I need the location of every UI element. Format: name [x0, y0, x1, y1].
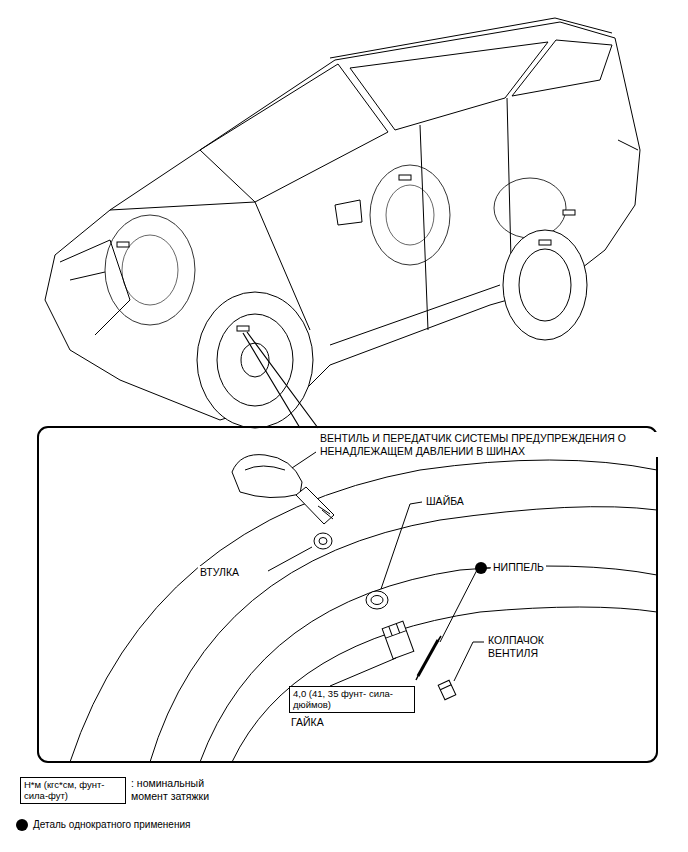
callout-frame: [38, 427, 657, 762]
valve-parts: [232, 452, 490, 700]
box-text: Н*м (кгс*см, фунт- сила-фут): [24, 779, 122, 802]
legend-text: Деталь однократного применения: [33, 819, 190, 831]
legend-dot: [15, 818, 29, 832]
torque-box: Н*м (кгс*см, фунт- сила-фут): [20, 777, 126, 804]
single-use-mark: [206, 562, 487, 579]
part-label: ВЕНТИЛЬ И ПЕРЕДАТЧИК СИСТЕМЫ ПРЕДУПРЕЖДЕ…: [318, 432, 658, 457]
box-text: 4,0 (41, 35 фунт- сила-дюймов): [293, 688, 411, 711]
part-label: ВТУЛКА: [198, 566, 241, 579]
tire-outline: [70, 460, 656, 761]
part-label: : номинальный момент затяжки: [129, 777, 233, 802]
part-label: НИППЕЛЬ: [491, 561, 546, 574]
torque-box: 4,0 (41, 35 фунт- сила-дюймов): [289, 686, 415, 713]
part-label: ГАЙКА: [289, 716, 326, 729]
part-label: КОЛПАЧОК ВЕНТИЛЯ: [486, 634, 568, 659]
vehicle-drawing: [45, 18, 640, 428]
part-label: ШАЙБА: [424, 495, 466, 508]
